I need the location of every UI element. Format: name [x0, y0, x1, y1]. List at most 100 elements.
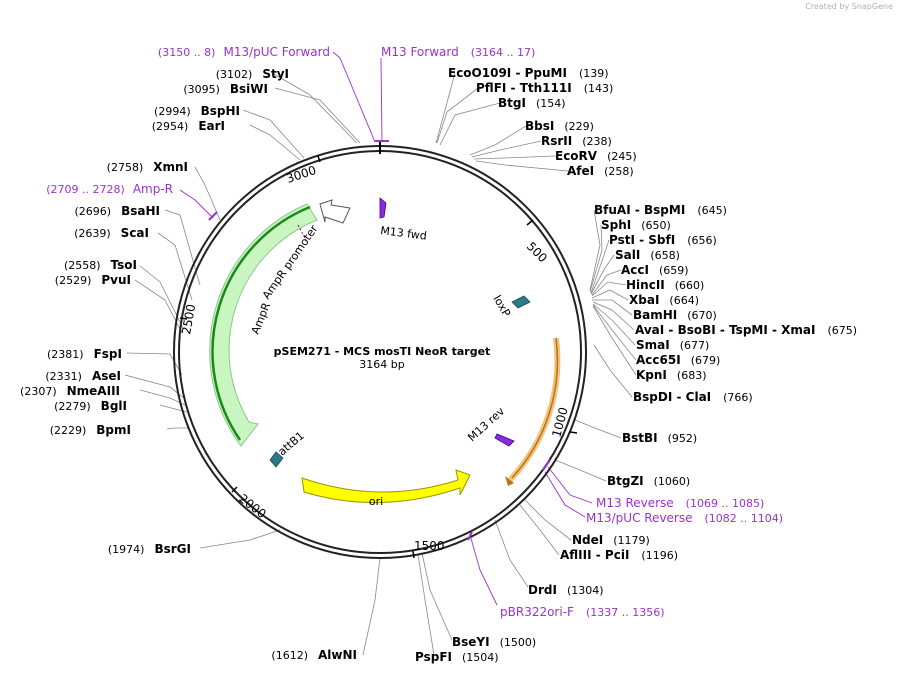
site-sphi[interactable]: SphI(650) — [601, 218, 671, 232]
svg-text:(3095)BsiWI: (3095)BsiWI — [183, 82, 268, 96]
svg-text:(2229)BpmI: (2229)BpmI — [50, 423, 131, 437]
svg-text:EcoO109I - PpuMI(139): EcoO109I - PpuMI(139) — [448, 66, 609, 80]
ori-feature[interactable] — [301, 469, 471, 504]
ampr-highlight — [211, 205, 311, 441]
site-sali[interactable]: SalI(658) — [615, 248, 680, 262]
svg-text:M13 Reverse(1069 .. 1085): M13 Reverse(1069 .. 1085) — [596, 496, 764, 510]
site-drdi[interactable]: DrdI(1304) — [528, 583, 604, 597]
primer-pbr322ori-f[interactable]: pBR322ori-F(1337 .. 1356) — [500, 605, 665, 619]
site-bamhi[interactable]: BamHI(670) — [633, 308, 717, 322]
svg-text:KpnI(683): KpnI(683) — [636, 368, 707, 382]
m13-rev-feature[interactable] — [494, 433, 515, 447]
site-bseyi[interactable]: BseYI(1500) — [452, 635, 536, 649]
site-ecorv[interactable]: EcoRV(245) — [555, 149, 637, 163]
svg-text:BseYI(1500): BseYI(1500) — [452, 635, 536, 649]
attb1-feature[interactable] — [269, 451, 284, 468]
site-hincii[interactable]: HincII(660) — [626, 278, 704, 292]
site-eari[interactable]: (2954)EarI — [152, 119, 225, 133]
site-bspdi[interactable]: BspDI - ClaI(766) — [633, 390, 753, 404]
ampr-promoter-boundary — [297, 224, 307, 241]
site-nmeaiii[interactable]: (2307)NmeAIII — [20, 384, 120, 398]
svg-text:BstBI(952): BstBI(952) — [622, 431, 697, 445]
tick-2500: 2500 — [179, 303, 198, 336]
m13-fwd-feature[interactable] — [379, 197, 387, 219]
ampr-promoter-feature[interactable] — [319, 199, 351, 224]
svg-text:(1612)AlwNI: (1612)AlwNI — [271, 648, 357, 662]
site-bbsi[interactable]: BbsI(229) — [525, 119, 594, 133]
site-xbai[interactable]: XbaI(664) — [629, 293, 699, 307]
svg-text:M13/pUC Reverse(1082 .. 1104): M13/pUC Reverse(1082 .. 1104) — [586, 511, 783, 525]
site-smai[interactable]: SmaI(677) — [636, 338, 709, 352]
site-bsphi[interactable]: (2994)BspHI — [154, 104, 240, 118]
svg-text:SphI(650): SphI(650) — [601, 218, 671, 232]
plasmid-name: pSEM271 - MCS mosTI NeoR target — [274, 345, 491, 358]
primer-m13puc-reverse[interactable]: M13/pUC Reverse(1082 .. 1104) — [586, 511, 783, 525]
site-bgli[interactable]: (2279)BglI — [54, 399, 127, 413]
ori-label: ori — [369, 495, 383, 508]
primer-m13puc-forward[interactable]: (3150 .. 8)M13/pUC Forward — [158, 45, 330, 59]
site-bsrgi[interactable]: (1974)BsrGI — [108, 542, 191, 556]
svg-text:BbsI(229): BbsI(229) — [525, 119, 594, 133]
site-btgzi[interactable]: BtgZI(1060) — [607, 474, 690, 488]
site-tsoi[interactable]: (2558)TsoI — [64, 258, 137, 272]
site-bsiwi[interactable]: (3095)BsiWI — [183, 82, 268, 96]
svg-text:NdeI(1179): NdeI(1179) — [572, 533, 650, 547]
svg-text:(2954)EarI: (2954)EarI — [152, 119, 225, 133]
site-afei[interactable]: AfeI(258) — [567, 164, 634, 178]
primer-amp-r[interactable]: (2709 .. 2728)Amp-R — [46, 182, 173, 196]
site-pflfi[interactable]: PflFI - Tth111I(143) — [476, 81, 613, 95]
site-pspfi[interactable]: PspFI(1504) — [415, 650, 499, 664]
svg-text:DrdI(1304): DrdI(1304) — [528, 583, 604, 597]
svg-text:(2758)XmnI: (2758)XmnI — [107, 160, 188, 174]
plasmid-size: 3164 bp — [359, 358, 404, 371]
site-ndei[interactable]: NdeI(1179) — [572, 533, 650, 547]
loxp-label: loxP — [490, 293, 513, 319]
site-acci[interactable]: AccI(659) — [621, 263, 689, 277]
primer-m13-forward[interactable]: M13 Forward(3164 .. 17) — [381, 45, 535, 59]
svg-text:(3102)StyI: (3102)StyI — [216, 67, 289, 81]
site-kpni[interactable]: KpnI(683) — [636, 368, 707, 382]
svg-text:RsrII(238): RsrII(238) — [541, 134, 612, 148]
ampr-feature[interactable] — [209, 203, 318, 447]
tick-500: 500 — [524, 239, 550, 265]
site-bstbi[interactable]: BstBI(952) — [622, 431, 697, 445]
tick-1500: 1500 — [414, 539, 445, 553]
site-psti[interactable]: PstI - SbfI(656) — [609, 233, 717, 247]
site-afliii[interactable]: AflIII - PciI(1196) — [560, 548, 678, 562]
leader-lines — [124, 72, 637, 656]
site-xmni[interactable]: (2758)XmnI — [107, 160, 188, 174]
svg-text:(2994)BspHI: (2994)BspHI — [154, 104, 240, 118]
site-avai[interactable]: AvaI - BsoBI - TspMI - XmaI(675) — [635, 323, 857, 337]
svg-text:BspDI - ClaI(766): BspDI - ClaI(766) — [633, 390, 753, 404]
svg-text:PflFI - Tth111I(143): PflFI - Tth111I(143) — [476, 81, 613, 95]
svg-text:XbaI(664): XbaI(664) — [629, 293, 699, 307]
site-fspi[interactable]: (2381)FspI — [47, 347, 122, 361]
svg-text:EcoRV(245): EcoRV(245) — [555, 149, 637, 163]
site-scai[interactable]: (2639)ScaI — [74, 226, 149, 240]
svg-text:HincII(660): HincII(660) — [626, 278, 704, 292]
svg-text:BfuAI - BspMI(645): BfuAI - BspMI(645) — [594, 203, 727, 217]
site-bfuai[interactable]: BfuAI - BspMI(645) — [594, 203, 727, 217]
svg-text:SalI(658): SalI(658) — [615, 248, 680, 262]
site-bsahi[interactable]: (2696)BsaHI — [75, 204, 160, 218]
primer-m13-reverse[interactable]: M13 Reverse(1069 .. 1085) — [596, 496, 764, 510]
site-acc65i[interactable]: Acc65I(679) — [636, 353, 720, 367]
svg-text:(1974)BsrGI: (1974)BsrGI — [108, 542, 191, 556]
svg-text:PspFI(1504): PspFI(1504) — [415, 650, 499, 664]
svg-text:SmaI(677): SmaI(677) — [636, 338, 709, 352]
site-styi[interactable]: (3102)StyI — [216, 67, 289, 81]
svg-text:AvaI - BsoBI - TspMI - XmaI: AvaI - BsoBI - TspMI - XmaI(675) — [635, 323, 857, 337]
site-ecoo109i[interactable]: EcoO109I - PpuMI(139) — [448, 66, 609, 80]
attb1-label: attB1 — [276, 429, 307, 458]
site-btgi[interactable]: BtgI(154) — [498, 96, 566, 110]
site-pvui[interactable]: (2529)PvuI — [55, 273, 131, 287]
svg-text:PstI - SbfI(656): PstI - SbfI(656) — [609, 233, 717, 247]
site-asei[interactable]: (2331)AseI — [45, 369, 121, 383]
svg-text:BtgI(154): BtgI(154) — [498, 96, 566, 110]
site-rsrii[interactable]: RsrII(238) — [541, 134, 612, 148]
site-alwni[interactable]: (1612)AlwNI — [271, 648, 357, 662]
ampr-label: AmpR — [249, 300, 273, 336]
loxp-feature[interactable] — [511, 295, 531, 309]
site-bpmi[interactable]: (2229)BpmI — [50, 423, 131, 437]
